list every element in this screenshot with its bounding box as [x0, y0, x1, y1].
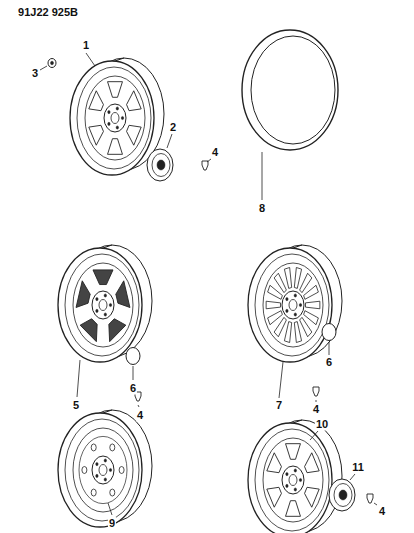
leader-line	[279, 362, 283, 398]
callout-number: 5	[72, 399, 80, 412]
bolt	[367, 494, 373, 503]
bolt	[313, 387, 319, 396]
callout-number: 4	[312, 403, 320, 416]
callout-number: 11	[351, 461, 365, 474]
wheel-drawing	[248, 245, 342, 362]
leader-line	[40, 66, 47, 70]
trim-ring	[242, 30, 338, 150]
wheel-drawing	[248, 420, 342, 533]
callout-number: 4	[211, 146, 219, 159]
drawing-code: 91J22 925B	[17, 6, 79, 19]
leader-line	[77, 360, 80, 397]
center-cap	[126, 348, 140, 365]
leader-line	[108, 503, 112, 515]
leader-line	[86, 53, 95, 66]
callout-number: 2	[169, 121, 177, 134]
leader-line	[329, 342, 330, 355]
callout-number: 4	[136, 409, 144, 422]
hub-cap	[329, 479, 355, 511]
wheel-drawing	[58, 245, 152, 362]
callout-number: 8	[258, 202, 266, 215]
lug-nut	[48, 59, 56, 68]
leader-line	[167, 134, 172, 148]
leader-line	[133, 366, 134, 380]
leader-line	[138, 405, 139, 407]
callout-number: 10	[315, 418, 329, 431]
wheel-drawing	[58, 410, 152, 527]
leader-line	[350, 474, 355, 480]
leader-line	[207, 159, 211, 162]
callout-number: 3	[31, 67, 39, 80]
callout-number: 4	[378, 505, 386, 518]
callout-number: 7	[275, 399, 283, 412]
bolt	[202, 161, 208, 170]
leader-lines	[40, 53, 377, 515]
leader-line	[310, 431, 318, 440]
callout-number: 6	[129, 382, 137, 395]
hub-cap	[147, 149, 173, 181]
leader-line	[262, 152, 263, 200]
callout-number: 1	[82, 39, 90, 52]
callout-number: 9	[108, 517, 116, 530]
center-cap	[322, 324, 336, 341]
leader-line	[374, 503, 377, 505]
callout-number: 6	[325, 356, 333, 369]
